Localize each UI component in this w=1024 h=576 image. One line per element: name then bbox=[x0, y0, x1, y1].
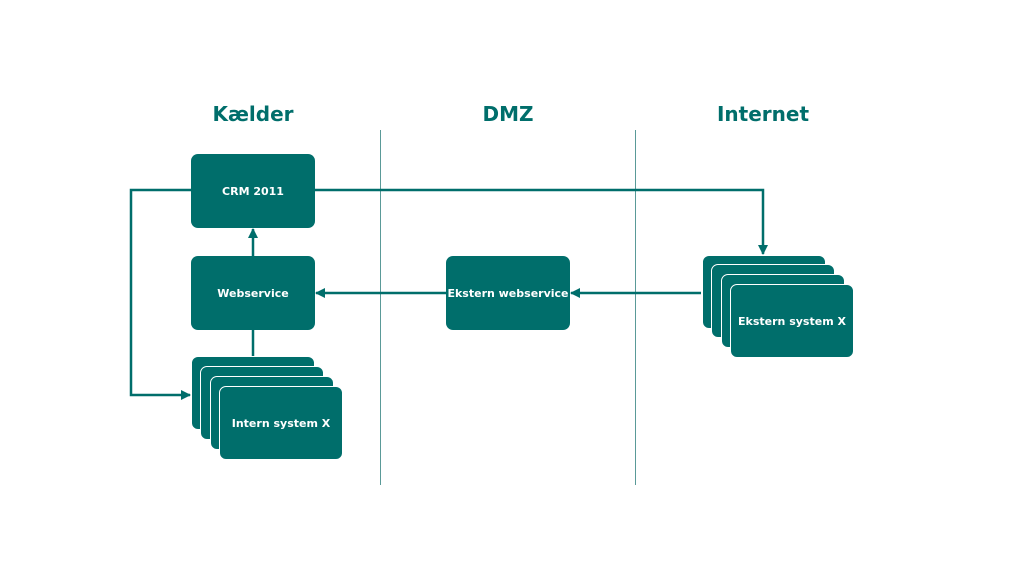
zone-title-kaelder: Kælder bbox=[212, 102, 294, 126]
zone-title-internet: Internet bbox=[716, 102, 810, 126]
node-webservice[interactable]: Webservice bbox=[191, 256, 315, 330]
zone-divider-left bbox=[380, 130, 381, 485]
node-external-webservice[interactable]: Ekstern webservice bbox=[446, 256, 570, 330]
arrow-crm-to-external-system bbox=[315, 188, 768, 255]
node-internal-system[interactable]: Intern system X bbox=[219, 386, 343, 460]
node-crm-2011[interactable]: CRM 2011 bbox=[191, 154, 315, 228]
zone-title-dmz: DMZ bbox=[482, 102, 534, 126]
zone-divider-right bbox=[635, 130, 636, 485]
arrow-crm-to-internal-system bbox=[129, 188, 191, 400]
node-external-system[interactable]: Ekstern system X bbox=[730, 284, 854, 358]
